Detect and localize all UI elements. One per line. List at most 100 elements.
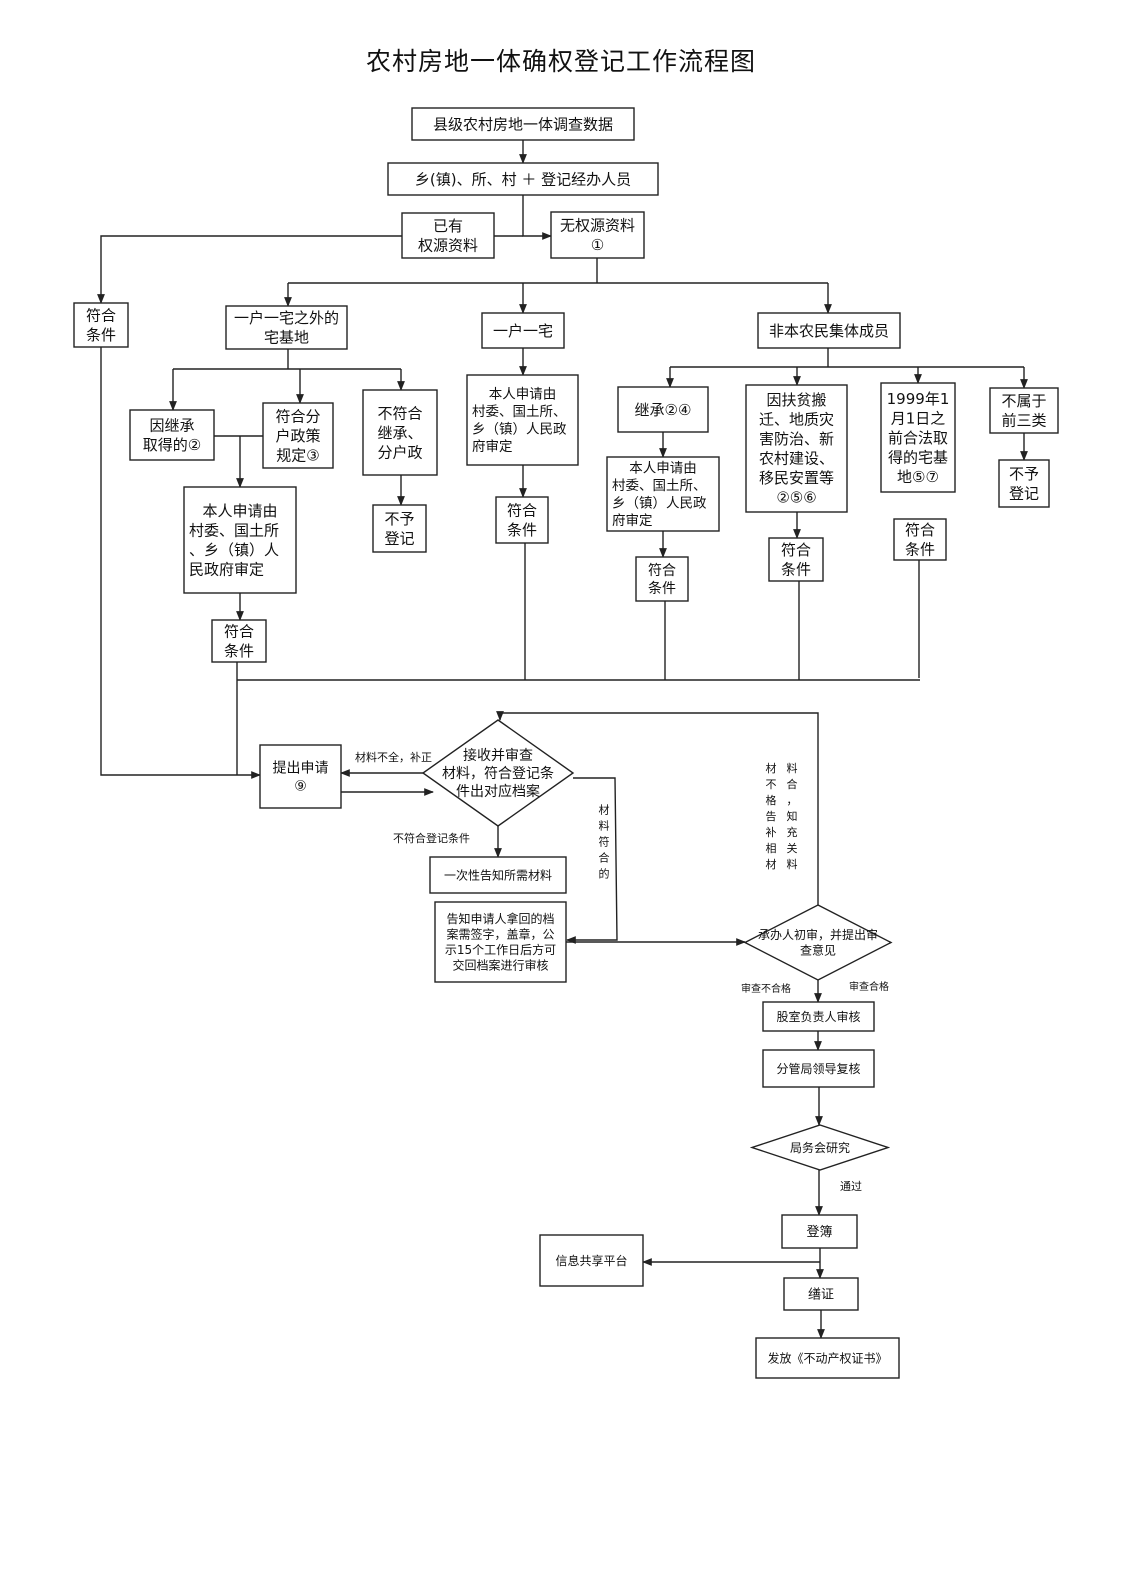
node-text: 前合法取 [888,429,948,447]
node-text: 条件 [648,580,676,597]
node-text: 承办人初审，并提出审 [758,927,878,942]
process-box [762,1001,875,1032]
vertical-char: ， [787,794,798,807]
process-box [387,162,659,196]
node-text: 符合 [507,502,537,520]
node-text: 一户一宅 [493,322,553,340]
node-text: 告知申请人拿回的档 [446,911,554,926]
node-text: 继承、 [377,424,422,442]
connector [100,347,261,779]
node-text: 符合 [905,521,935,539]
process-box [434,901,567,983]
process-box [880,382,956,493]
label-incomplete: 材料不全，补正 [355,750,432,764]
process-box [362,389,438,476]
connector [566,777,618,944]
node-text: 符合 [648,563,676,579]
node-text: 条件 [905,541,935,559]
process-box [259,744,342,809]
node-text: 取得的② [143,436,201,454]
process-box [757,312,901,349]
process-box [411,107,635,141]
node-non-member: 非本农民集体成员 [757,312,901,349]
node-text: ① [591,236,604,254]
node-county-data: 县级农村房地一体调查数据 [411,107,635,141]
node-text: 缮证 [808,1287,834,1303]
process-box [495,496,549,544]
node-text: 查意见 [800,943,836,958]
node-text: 不予 [384,510,414,528]
node-text: 村委、国土所、 [472,404,567,420]
label-review-fail: 审查不合格 [741,982,791,995]
decision-diamond [749,1124,891,1171]
node-text: 月1日之 [891,409,946,427]
process-box [989,387,1059,434]
process-box [401,212,495,259]
node-text: 权源资料 [418,237,478,255]
page-title: 农村房地一体确权登记工作流程图 [365,47,756,76]
node-text: 条件 [507,521,537,539]
process-box [893,518,947,561]
node-text: 分管局领导复核 [776,1061,860,1076]
node-info-share: 信息共享平台 [539,1234,644,1287]
process-box [211,619,267,663]
node-text: 发放《不动产权证书》 [767,1350,887,1365]
connector [97,235,402,304]
vertical-char: 知 [787,809,798,823]
node-text: 信息共享平台 [555,1253,627,1268]
process-box [550,211,645,259]
node-certify: 缮证 [783,1277,859,1311]
node-issue: 发放《不动产权证书》 [755,1337,900,1379]
node-text: 前三类 [1001,412,1046,430]
node-text: 规定③ [276,446,319,464]
node-text: 材料，符合登记条 [442,765,554,782]
node-text: ②⑤⑥ [776,489,816,507]
node-text: 府审定 [472,439,513,455]
node-text: 乡(镇)、所、村 ＋ 登记经办人员 [415,170,631,188]
decision-diamond [743,904,893,981]
label-not-qualified: 不符合登记条件 [393,831,470,845]
process-box [129,409,215,461]
node-text: 本人申请由 [629,461,697,477]
node-one-house: 一户一宅 [481,312,565,349]
node-text: 示15个工作日后方可 [445,942,556,957]
node-text: 非本农民集体成员 [769,322,889,340]
process-box [539,1234,644,1287]
node-text: 农村建设、 [759,450,834,468]
node-text: 登记 [384,530,414,548]
node-text: 已有 [433,217,463,235]
node-text: ⑨ [294,779,307,795]
vertical-char: 不 [766,778,777,791]
vertical-char: 合 [787,777,798,791]
node-text: 因继承 [149,417,194,435]
node-text: 地⑤⑦ [897,468,939,486]
process-box [998,459,1050,508]
node-text: 无权源资料 [560,217,635,235]
connector [496,711,819,905]
node-text: 提出申请 [273,760,329,776]
process-box [768,537,824,582]
node-register: 登簿 [781,1214,858,1249]
process-box [466,374,579,466]
process-box [762,1049,875,1088]
process-box [617,386,709,433]
vertical-char: 关 [787,841,798,855]
node-submit: 提出申请 ⑨ [259,744,342,809]
